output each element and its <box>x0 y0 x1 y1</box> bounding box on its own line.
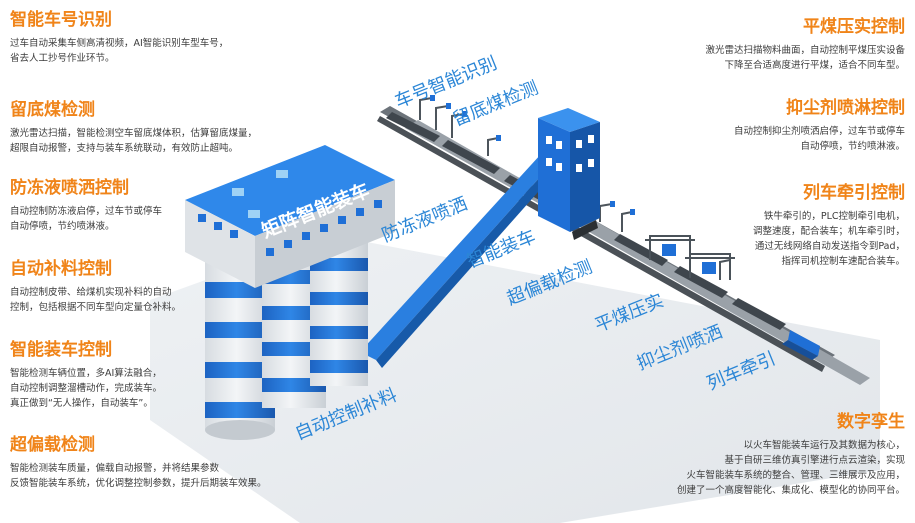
panel-overload: 超偏载检测 智能检测装车质量，偏载自动报警，并将结果参数反馈智能装车系统，优化调… <box>10 435 267 491</box>
panel-line: 激光雷达扫描物料曲面，自动控制平煤压实设备 <box>705 45 905 56</box>
conveyor-belt <box>360 142 570 368</box>
panel-line: 以火车智能装车运行及其数据为核心， <box>743 440 905 451</box>
panel-title: 自动补料控制 <box>10 259 112 279</box>
silo-building <box>185 145 395 288</box>
locomotive <box>782 330 820 360</box>
panel-title: 列车牵引控制 <box>803 183 905 203</box>
panel-line: 智能检测装车质量，偏载自动报警，并将结果参数 <box>10 463 220 474</box>
panel-line: 智能检测车辆位置，多AI算法融合， <box>10 368 162 379</box>
leveling-blocks <box>662 244 716 274</box>
panel-line: 通过无线网络自动发送指令到Pad， <box>754 241 905 252</box>
panel-title: 平煤压实控制 <box>803 17 905 37</box>
panel-title: 抑尘剂喷淋控制 <box>786 98 905 118</box>
sensor-heads <box>430 95 635 215</box>
panel-line: 自动停喷，节约喷淋液。 <box>10 221 115 232</box>
panel-line: 指挥司机控制车速配合装车。 <box>781 256 905 267</box>
loading-tower <box>538 108 600 240</box>
panel-smart-loading: 智能装车控制 智能检测车辆位置，多AI算法融合， 自动控制调整溜槽动作，完成装车。… <box>10 340 162 411</box>
panel-car-number: 智能车号识别 过车自动采集车侧高清视频，AI智能识别车型车号， 省去人工抄号作业环… <box>10 10 228 66</box>
panel-line: 调整速度，配合装车；机车牵引时， <box>752 226 905 237</box>
panel-line: 控制，包括根据不同车型向定量仓补料。 <box>10 302 182 313</box>
panel-line: 自动停喷，节约喷淋液。 <box>800 141 905 152</box>
panel-antifreeze: 防冻液喷洒控制 自动控制防冻液启停，过车节或停车自动停喷，节约喷淋液。 <box>10 178 162 234</box>
panel-line: 自动控制皮带、给煤机实现补料的自动 <box>10 287 172 298</box>
panel-title: 超偏载检测 <box>10 435 95 455</box>
panel-line: 铁牛牵引的，PLC控制牵引电机， <box>763 211 905 222</box>
panel-line: 过车自动采集车侧高清视频，AI智能识别车型车号， <box>10 38 229 49</box>
sensor-poles <box>419 97 731 280</box>
panel-title: 智能车号识别 <box>10 10 112 30</box>
panel-line: 自动控制调整溜槽动作，完成装车。 <box>10 383 163 394</box>
panel-title: 数字孪生 <box>837 412 905 432</box>
panel-line: 自动控制防冻液启停，过车节或停车 <box>10 206 163 217</box>
panel-dust: 抑尘剂喷淋控制 自动控制抑尘剂喷洒启停，过车节或停车自动停喷，节约喷淋液。 <box>734 98 905 154</box>
panel-line: 火车智能装车系统的整合、管理、三维展示及应用， <box>686 470 905 481</box>
panel-replenish: 自动补料控制 自动控制皮带、给煤机实现补料的自动控制，包括根据不同车型向定量仓补… <box>10 259 181 315</box>
panel-line: 真正做到“无人操作，自动装车”。 <box>10 398 153 409</box>
train-wagons <box>386 112 786 330</box>
leveling-frames <box>645 235 735 280</box>
panel-line: 超限自动报警，支持与装车系统联动，有效防止超吨。 <box>10 143 239 154</box>
panel-leveling: 平煤压实控制 激光雷达扫描物料曲面，自动控制平煤压实设备下降至合适高度进行平煤，… <box>705 17 905 73</box>
panel-title: 防冻液喷洒控制 <box>10 178 129 198</box>
panel-line: 激光雷达扫描，智能检测空车留底煤体积，估算留底煤量， <box>10 128 258 139</box>
panel-line: 反馈智能装车系统，优化调整控制参数，提升后期装车效果。 <box>10 478 267 489</box>
panel-title: 留底煤检测 <box>10 100 95 120</box>
panel-traction: 列车牵引控制 铁牛牵引的，PLC控制牵引电机， 调整速度，配合装车；机车牵引时， 通… <box>753 183 905 269</box>
panel-line: 基于自研三维仿真引擎进行点云渲染，实现 <box>724 455 905 466</box>
panel-line: 自动控制抑尘剂喷洒启停，过车节或停车 <box>733 126 905 137</box>
panel-line: 下降至合适高度进行平煤，适合不同车型。 <box>724 60 905 71</box>
panel-line: 省去人工抄号作业环节。 <box>10 53 115 64</box>
panel-digital-twin: 数字孪生 以火车智能装车运行及其数据为核心， 基于自研三维仿真引擎进行点云渲染，实… <box>677 412 905 498</box>
panel-residual-coal: 留底煤检测 激光雷达扫描，智能检测空车留底煤体积，估算留底煤量， 超限自动报警，支… <box>10 100 257 156</box>
panel-line: 创建了一个高度智能化、集成化、模型化的协同平台。 <box>676 485 905 496</box>
panel-title: 智能装车控制 <box>10 340 112 360</box>
